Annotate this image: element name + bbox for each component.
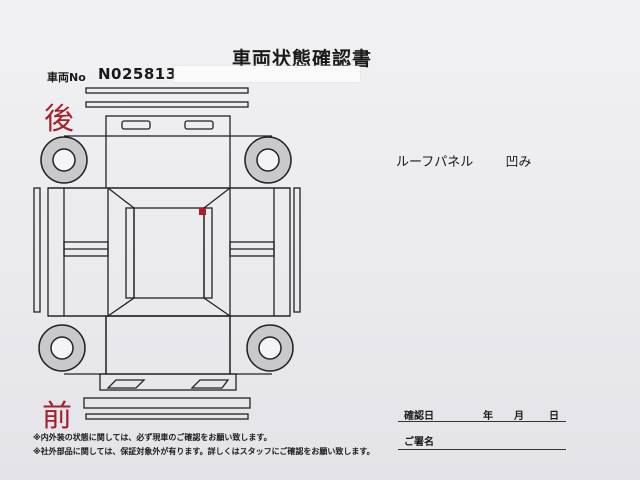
hub-rear-left (52, 148, 76, 172)
damage-note: ルーフパネル 凹み (396, 151, 532, 170)
rear-panel (105, 115, 231, 137)
rear-bumper-outer (85, 87, 249, 94)
rear-bumper-inner (85, 101, 249, 108)
headlamp-right (190, 379, 230, 389)
rear-label: 後 (44, 102, 74, 137)
damage-part: ルーフパネル (396, 155, 474, 170)
vehicle-number: N0258138 (98, 65, 188, 83)
footnote-warranty: ※社外部品に関しては、保証対象外が有ります。詳しくはスタッフにご確認をお願い致し… (33, 447, 375, 456)
roof-panel (133, 207, 205, 299)
rear-glass-left-edge (107, 187, 135, 209)
front-label: 前 (42, 399, 72, 434)
signature-label: ご署名 (404, 437, 434, 448)
damage-type: 凹み (505, 155, 532, 170)
redacted-field (174, 66, 360, 82)
rear-glass-right-edge (203, 187, 231, 209)
hub-front-right (258, 336, 282, 360)
footnote-inspection: ※内外装の状態に関しては、必ず現車のご確認をお願い致します。 (33, 433, 272, 442)
left-pillar (125, 207, 135, 299)
right-side-rail (293, 187, 301, 313)
rear-lamp-right (184, 120, 214, 130)
month-label: 月 (514, 411, 524, 422)
hub-rear-right (256, 148, 280, 172)
date-underline (398, 421, 566, 422)
year-label: 年 (483, 411, 493, 422)
body-outline (47, 187, 291, 317)
front-bumper-inner (85, 413, 249, 420)
headlamp-left (106, 379, 146, 389)
document-title: 車両状態確認書 (232, 48, 373, 70)
hub-front-left (50, 336, 74, 360)
signature-underline (398, 449, 566, 450)
front-glass-right-edge (203, 297, 231, 317)
vehicle-number-label: 車両No (47, 71, 86, 84)
rear-lamp-left (121, 120, 151, 130)
hood (105, 315, 231, 375)
front-bumper-outer (83, 397, 251, 409)
left-side-rail (33, 187, 41, 313)
confirmation-date-label: 確認日 (404, 411, 434, 422)
day-label: 日 (549, 411, 559, 422)
front-glass-left-edge (107, 297, 135, 317)
front-panel (99, 373, 237, 391)
right-pillar (203, 207, 213, 299)
roof-damage-marker (199, 208, 206, 215)
